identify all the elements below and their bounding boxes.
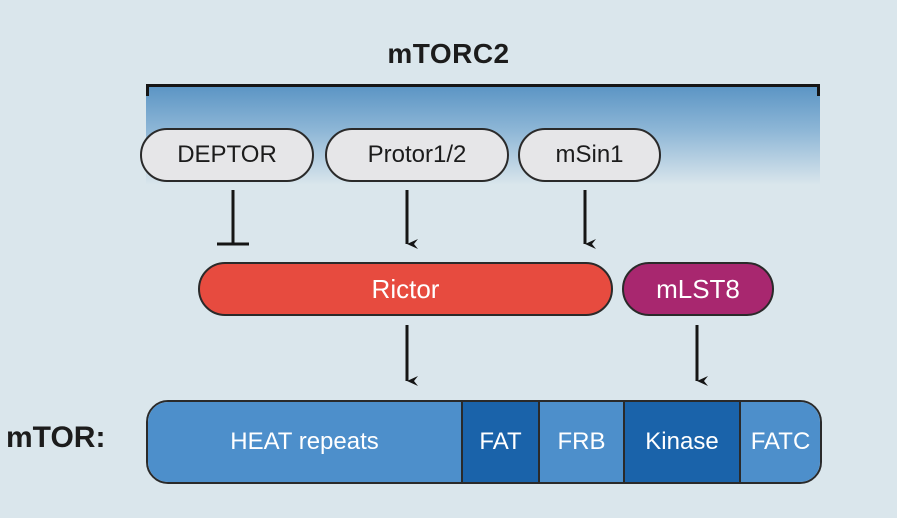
protor-label: Protor1/2 <box>367 141 467 168</box>
deptor-label: DEPTOR <box>177 141 277 168</box>
mtor-domain-bar: HEAT repeats FAT FRB Kinase FATC <box>146 400 822 484</box>
mlst8-label: mLST8 <box>656 273 740 304</box>
complex-bracket-left-tick <box>146 84 149 96</box>
fatc-domain: FATC <box>739 402 820 482</box>
deptor-inhibition-connector <box>217 190 249 246</box>
complex-bracket-right-tick <box>817 84 820 96</box>
complex-bracket <box>146 84 820 87</box>
kinase-label: Kinase <box>645 428 719 455</box>
msin1-node: mSin1 <box>518 128 661 182</box>
heat-repeats-label: HEAT repeats <box>230 428 379 455</box>
fat-label: FAT <box>479 428 522 455</box>
mlst8-node: mLST8 <box>622 262 774 316</box>
msin1-label: mSin1 <box>555 141 624 168</box>
frb-label: FRB <box>557 428 606 455</box>
heat-repeats-domain: HEAT repeats <box>148 402 461 482</box>
kinase-domain: Kinase <box>623 402 739 482</box>
rictor-node: Rictor <box>198 262 613 316</box>
fatc-label: FATC <box>750 428 811 455</box>
mtor-label: mTOR: <box>6 421 106 454</box>
deptor-node: DEPTOR <box>140 128 314 182</box>
protor-node: Protor1/2 <box>325 128 509 182</box>
diagram-title: mTORC2 <box>387 38 510 69</box>
frb-domain: FRB <box>538 402 623 482</box>
fat-domain: FAT <box>461 402 538 482</box>
rictor-label: Rictor <box>371 273 440 304</box>
